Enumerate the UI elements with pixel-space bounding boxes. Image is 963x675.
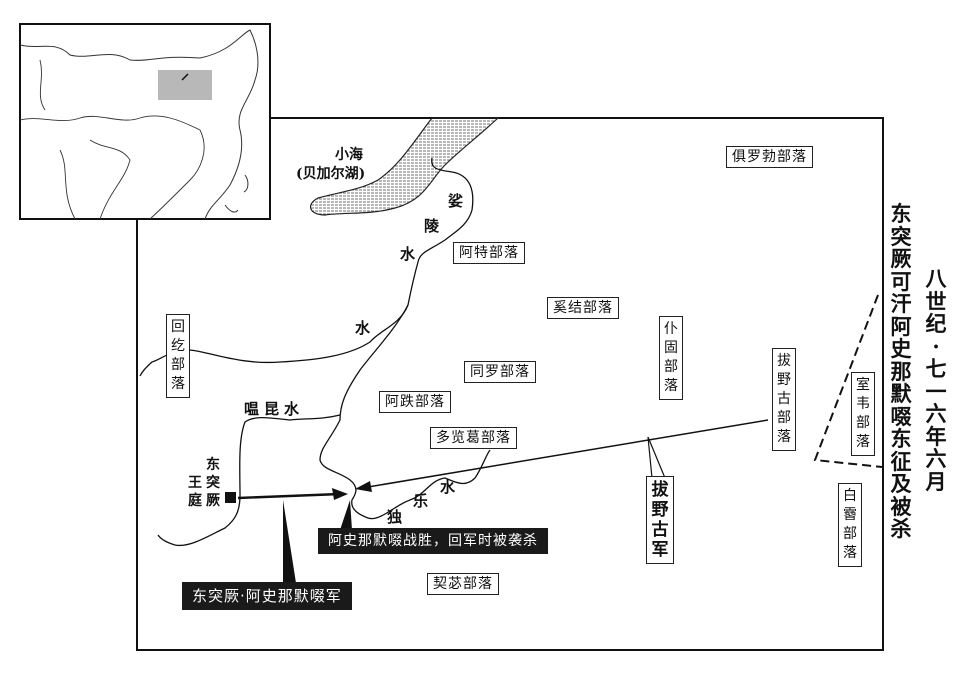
- map-title: 东突厥可汗阿史那默啜东征及被杀: [890, 201, 912, 541]
- river-label: 陵: [424, 217, 440, 235]
- victory-callout: 阿史那默啜战胜，回军时被袭杀: [318, 528, 548, 554]
- river-label: 水: [440, 478, 456, 496]
- tribe-ate: 阿特部落: [453, 242, 525, 264]
- tribe-juluobo: 俱罗勃部落: [726, 146, 813, 168]
- orkhon-upper: [157, 414, 341, 547]
- lake-alt-name: (贝加尔湖): [296, 166, 366, 182]
- tribe-huihe: 回纥部落: [166, 314, 190, 398]
- river-label: 水: [355, 319, 371, 337]
- court-label-col2: 王庭: [188, 475, 202, 509]
- map-date: 八世纪·七一六年六月: [925, 266, 947, 494]
- river-label: 水: [400, 245, 416, 263]
- tribe-xijie: 奚结部落: [547, 297, 619, 319]
- tribe-baixi: 白霫部落: [838, 483, 862, 567]
- tribe-shiwei: 室韦部落: [851, 372, 875, 456]
- dashed-boundary: [813, 294, 883, 468]
- tribe-tongluo: 同罗部落: [464, 361, 536, 383]
- arrowhead-icon: [355, 481, 372, 492]
- court-marker-icon: [225, 492, 236, 503]
- main-frame: [136, 117, 884, 651]
- turk-army-leader: [283, 500, 296, 583]
- lake-name: 小海: [335, 147, 363, 163]
- court-label-col1: 东突厥: [206, 457, 220, 509]
- bayegu-leader: [647, 436, 666, 479]
- river-label: 乐: [413, 492, 429, 510]
- turk-army-arrow: [237, 492, 341, 500]
- bayegu-army-callout: 拔野古军: [646, 476, 674, 564]
- orkhon-river: [319, 304, 491, 520]
- baikal-lake: [309, 117, 500, 216]
- tribe-duolange: 多览葛部落: [430, 427, 517, 449]
- river-label: 娑: [448, 192, 464, 210]
- tribe-qibi: 契苾部落: [427, 573, 499, 595]
- tribe-pugu: 仆固部落: [659, 316, 683, 400]
- tribe-bayegu: 拔野古部落: [772, 348, 796, 451]
- river-label: 独: [387, 508, 403, 526]
- arrowhead-icon: [332, 488, 348, 500]
- tribe-adie: 阿跌部落: [379, 391, 451, 413]
- turk-army-callout: 东突厥·阿史那默啜军: [182, 582, 352, 610]
- orkhon-label: 嗢昆水: [244, 400, 305, 418]
- victory-leader: [340, 500, 352, 530]
- inset-highlight: [158, 70, 212, 100]
- bayegu-army-arrow: [361, 419, 769, 489]
- inset-map: [19, 23, 271, 220]
